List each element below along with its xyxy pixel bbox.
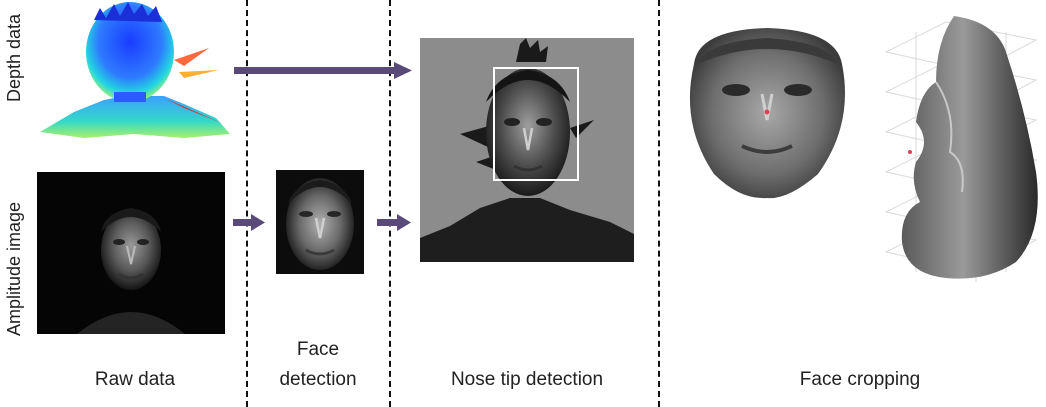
arrow-depth-to-nose [234,60,414,80]
row-label-amplitude: Amplitude image [4,201,24,336]
stage-label-face-cropping: Face cropping [799,369,921,390]
separator-1 [246,0,248,407]
separator-2 [389,0,391,407]
nose-tip-depth-image [420,38,634,262]
row-label-depth: Depth data [4,13,24,102]
stage-label-nose-tip: Nose tip detection [450,369,604,390]
stage-label-raw: Raw data [94,369,176,390]
stage-label-face-detection-line2: detection [279,369,357,390]
arrow-raw-to-face [233,212,267,232]
stage-label-face-detection-line1: Face [296,339,340,360]
separator-3 [658,0,660,407]
arrow-face-to-nose [377,212,413,232]
cropped-face-front-image [678,24,856,200]
detected-face-image [276,170,364,274]
cropped-face-3d-mesh-image [876,12,1046,288]
depth-map-image [34,0,234,140]
amplitude-raw-image [37,172,225,334]
